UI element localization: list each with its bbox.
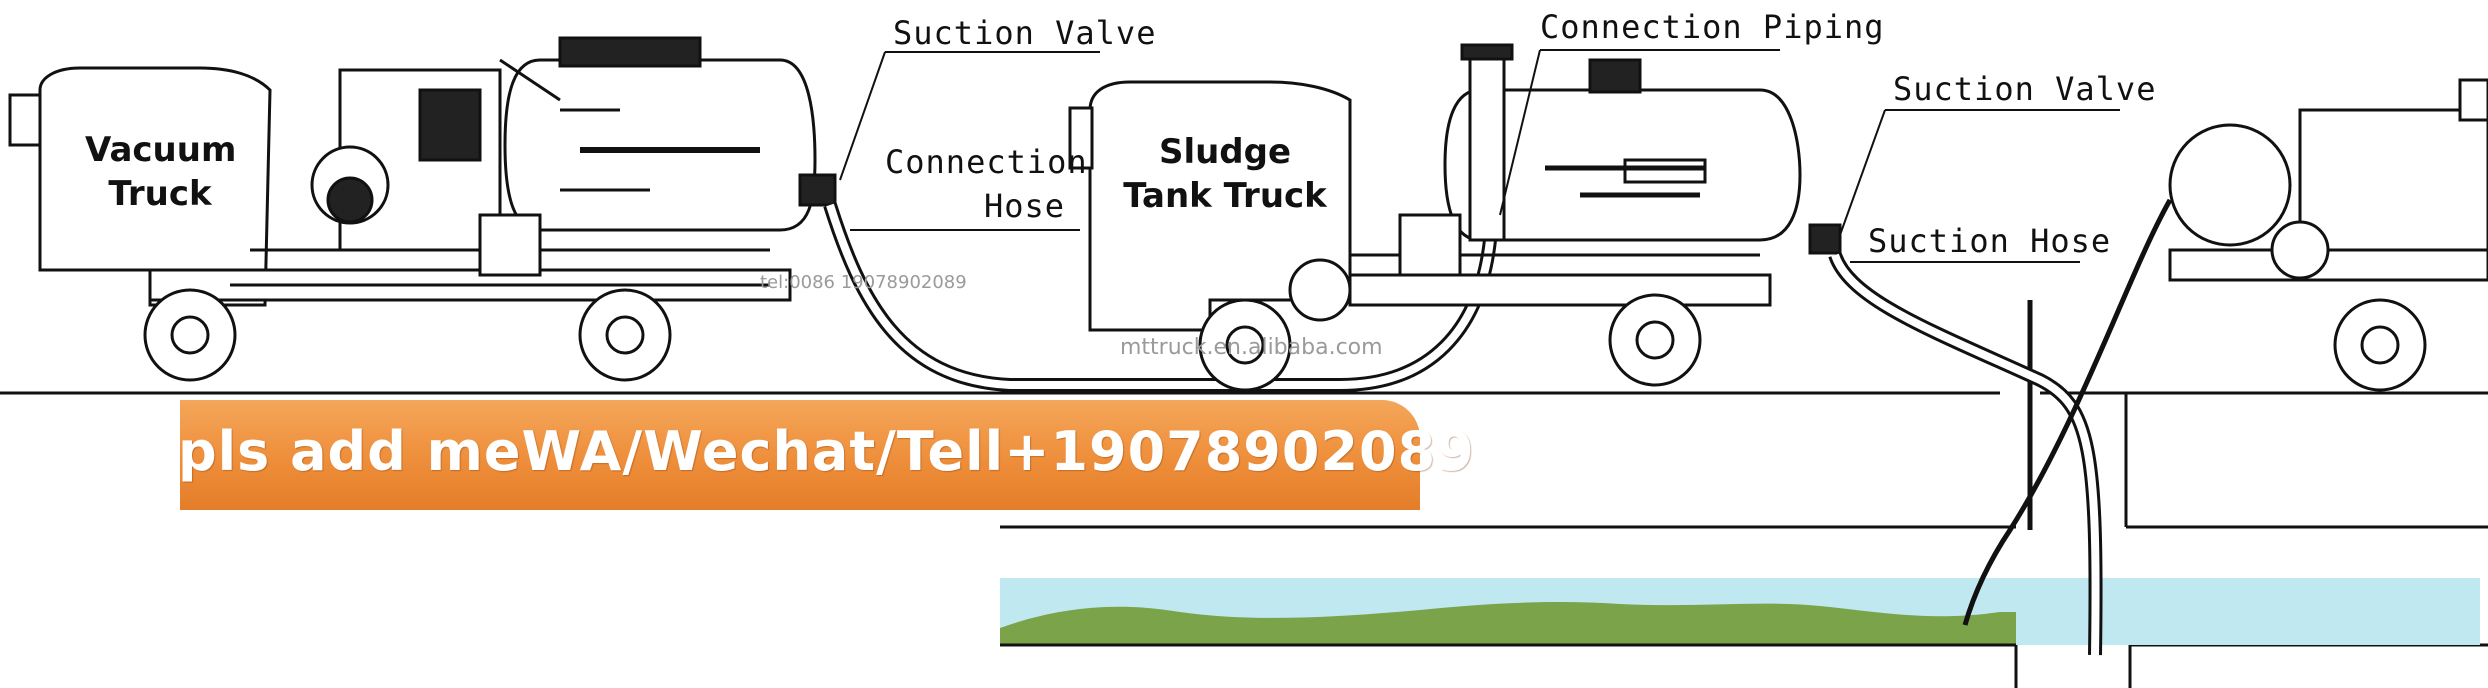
vacuum-truck-label: Vacuum Truck — [85, 128, 235, 216]
sludge-tank-truck-label: Sludge Tank Truck — [1110, 130, 1340, 218]
suction-hose-label: Suction Hose — [1868, 222, 2111, 260]
right-truck — [2170, 80, 2488, 390]
site-watermark: mttruck.en.alibaba.com — [1120, 335, 1383, 360]
phone-watermark: tel:0086 19078902089 — [760, 272, 967, 293]
suction-valve-label-left: Suction Valve — [893, 14, 1156, 52]
suction-valve-label-right: Suction Valve — [1893, 70, 2156, 108]
vacuum-tank — [505, 60, 815, 230]
contact-banner-text: pls add meWA/Wechat/Tell+19078902089 — [178, 420, 1475, 483]
connection-piping-label: Connection Piping — [1540, 8, 1885, 46]
connection-hose-label: Connection Hose — [885, 140, 1065, 228]
